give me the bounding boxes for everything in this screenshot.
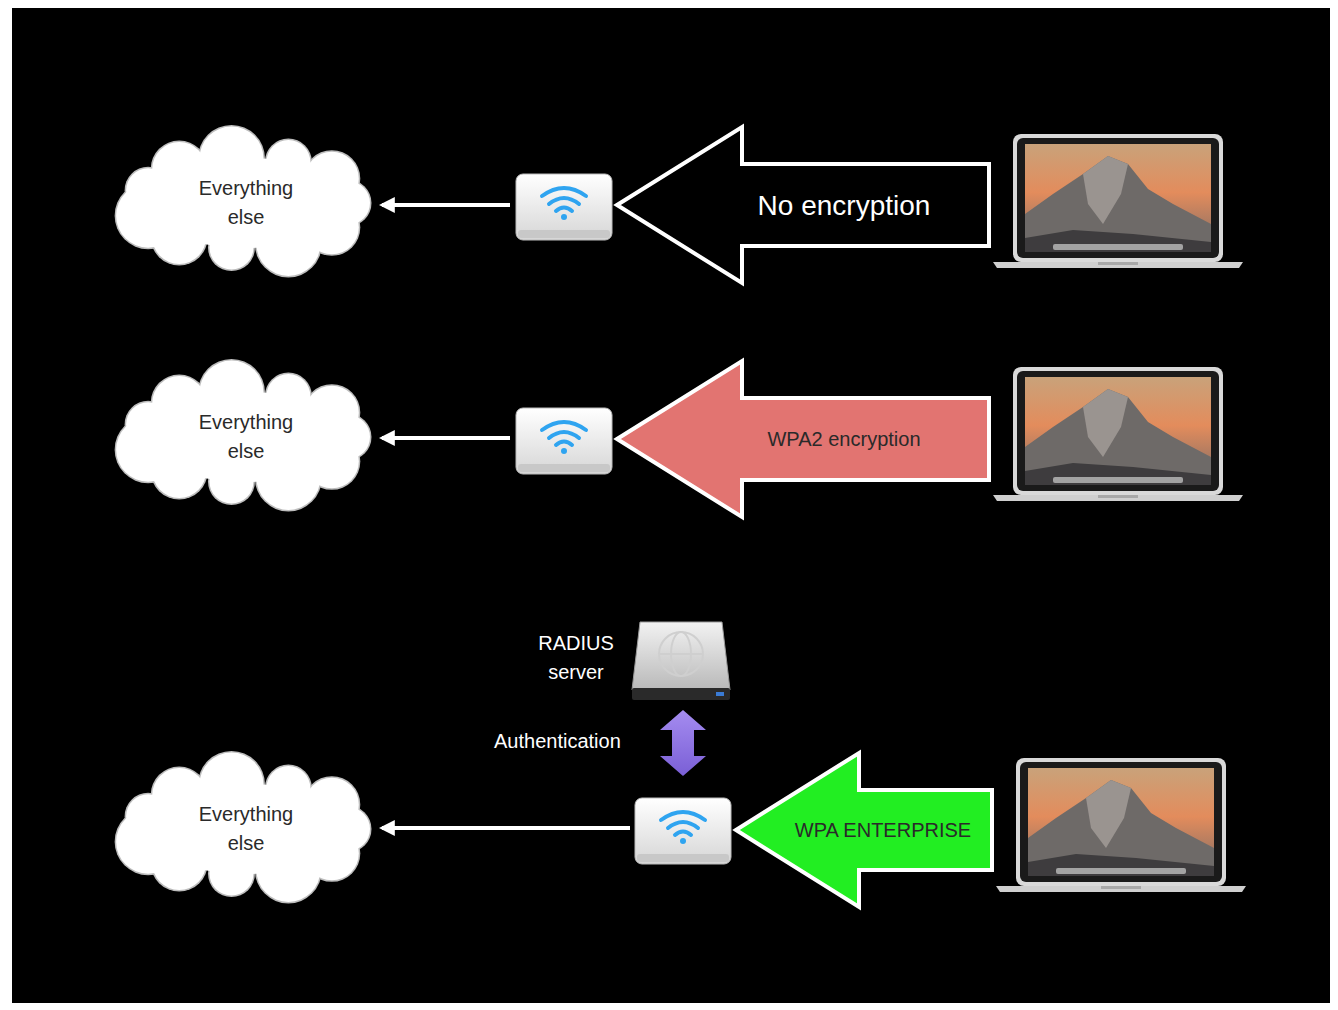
node-text: Everything else xyxy=(181,174,311,232)
cloud-shape xyxy=(118,134,374,272)
cloud-bump xyxy=(209,226,253,270)
cloud-shape xyxy=(118,368,374,506)
cloud-node: Everything else xyxy=(118,134,374,272)
laptop-icon xyxy=(993,134,1243,268)
cloud-bump xyxy=(256,212,320,276)
server-label: RADIUS server xyxy=(520,628,632,688)
node-text: Everything else xyxy=(181,408,311,466)
auth-double-arrow xyxy=(660,710,706,776)
cloud-node: Everything else xyxy=(118,760,374,898)
link-arrow xyxy=(382,436,510,440)
node-text: RADIUS server xyxy=(520,629,632,687)
node-text: WPA ENTERPRISE xyxy=(783,816,983,845)
node-text: WPA2 encryption xyxy=(704,425,984,454)
server-icon xyxy=(632,622,730,700)
node-text: Everything else xyxy=(181,800,311,858)
arrow-outline xyxy=(617,361,989,517)
annotation-label: Authentication xyxy=(494,730,621,753)
wifi-router xyxy=(516,408,612,474)
laptop-icon xyxy=(996,758,1246,892)
arrow-outline xyxy=(617,127,989,283)
flow-arrow: WPA2 encryption xyxy=(614,358,992,520)
laptop-icon xyxy=(993,367,1243,501)
flow-arrow: WPA ENTERPRISE xyxy=(733,750,995,910)
wifi-router xyxy=(635,798,731,864)
cloud-bump xyxy=(256,838,320,902)
wifi-router xyxy=(516,174,612,240)
cloud-bump xyxy=(305,778,359,832)
cloud-bump xyxy=(152,376,206,430)
link-arrow xyxy=(382,203,510,207)
cloud-bump xyxy=(209,852,253,896)
cloud-bump xyxy=(256,446,320,510)
cloud-bump xyxy=(305,386,359,440)
arrow-outline xyxy=(736,753,992,907)
cloud-bump xyxy=(152,768,206,822)
flow-arrow: No encryption xyxy=(614,124,992,286)
cloud-bump xyxy=(209,460,253,504)
black-panel xyxy=(12,8,1330,1003)
cloud-node: Everything else xyxy=(118,368,374,506)
cloud-shape xyxy=(118,760,374,898)
node-text: No encryption xyxy=(704,191,984,220)
cloud-bump xyxy=(305,152,359,206)
link-arrow xyxy=(382,826,630,830)
cloud-bump xyxy=(152,142,206,196)
